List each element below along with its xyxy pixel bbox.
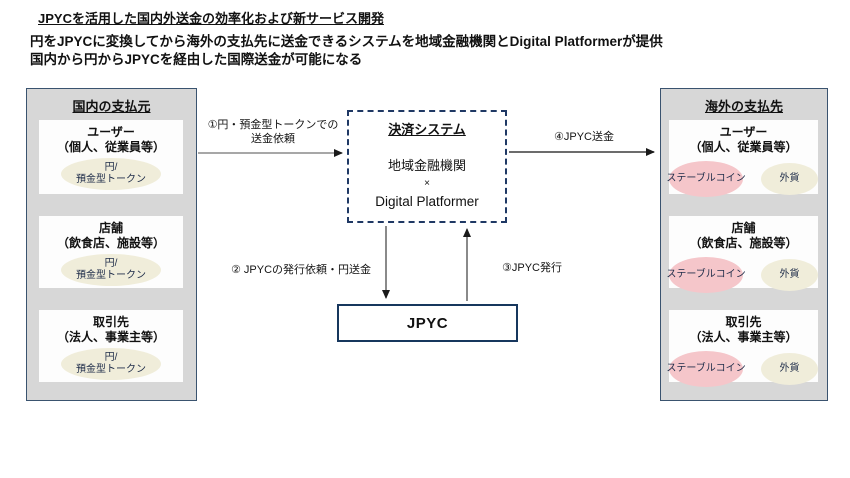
- overseas-payees-panel: 海外の支払先 ユーザー （個人、従業員等） ステーブルコイン 外貨: [660, 88, 828, 401]
- cream-ellipse-shape: [61, 348, 161, 380]
- badges-row: ステーブルコイン 外貨: [666, 348, 818, 387]
- stablecoin-badge: ステーブルコイン: [666, 161, 746, 197]
- foreign-currency-label: 外貨: [779, 173, 800, 184]
- card-title-line2: （個人、従業員等）: [689, 140, 798, 154]
- settlement-system-header: 決済システム: [388, 122, 466, 137]
- foreign-currency-badge: 外貨: [761, 353, 818, 385]
- badges-row: ステーブルコイン 外貨: [666, 254, 818, 293]
- flow-label-step4: ④JPYC送金: [554, 131, 614, 143]
- badge-line2: 預金型トークン: [76, 174, 146, 185]
- card-title: 取引先 （法人、事業主等）: [669, 315, 818, 345]
- deposit-token-badge: 円/ 預金型トークン: [61, 158, 161, 190]
- badge-text: 外貨: [761, 259, 818, 291]
- overseas-card-user: ユーザー （個人、従業員等） ステーブルコイン 外貨: [666, 120, 818, 197]
- domestic-panel-header: 国内の支払元: [72, 99, 151, 114]
- card-title-line1: 店舗: [731, 221, 756, 235]
- page-subtitle: 円をJPYCに変換してから海外の支払先に送金できるシステムを地域金融機関とDig…: [30, 33, 663, 69]
- domestic-payers-panel: 国内の支払元 ユーザー （個人、従業員等） 円/ 預金型トークン 店舗 （飲食店…: [26, 88, 197, 401]
- badge-text: 外貨: [761, 353, 818, 385]
- pink-ellipse-shape: [669, 161, 743, 197]
- pink-ellipse-shape: [669, 351, 743, 387]
- flow-label-step1-line1: ①円・預金型トークンでの: [207, 119, 339, 131]
- flow-label-step3: ③JPYC発行: [502, 262, 562, 274]
- page-title: JPYCを活用した国内外送金の効率化および新サービス開発: [38, 11, 384, 26]
- badge-text: ステーブルコイン: [666, 257, 746, 293]
- card-title-line1: ユーザー: [719, 125, 768, 139]
- deposit-token-badge: 円/ 預金型トークン: [61, 348, 161, 380]
- jpyc-box: JPYC: [337, 304, 518, 342]
- card-title-line2: （個人、従業員等）: [56, 140, 165, 154]
- badge-text: ステーブルコイン: [666, 351, 746, 387]
- foreign-currency-badge: 外貨: [761, 163, 818, 195]
- badge-text: 円/ 預金型トークン: [61, 348, 161, 380]
- badge-line1: 円/: [104, 258, 118, 269]
- card-title: ユーザー （個人、従業員等）: [669, 125, 818, 155]
- jpyc-label: JPYC: [406, 314, 449, 332]
- badge-text: 外貨: [761, 163, 818, 195]
- card-title: 店舗 （飲食店、施設等）: [39, 221, 183, 251]
- cream-ellipse-shape: [761, 163, 818, 195]
- card-title: 取引先 （法人、事業主等）: [39, 315, 183, 345]
- card-title-line1: 取引先: [92, 315, 129, 329]
- settlement-system-body: 地域金融機関 × Digital Platformer: [349, 158, 505, 210]
- card-title-line1: 店舗: [98, 221, 123, 235]
- card-title-line2: （飲食店、施設等）: [689, 236, 798, 250]
- stablecoin-label: ステーブルコイン: [666, 269, 746, 280]
- domestic-card-user: ユーザー （個人、従業員等） 円/ 預金型トークン: [39, 120, 183, 194]
- multiply-symbol: ×: [424, 178, 430, 189]
- card-title-line2: （法人、事業主等）: [56, 330, 165, 344]
- domestic-card-store: 店舗 （飲食店、施設等） 円/ 預金型トークン: [39, 216, 183, 288]
- badge-line1: 円/: [104, 352, 118, 363]
- card-title-line1: 取引先: [725, 315, 762, 329]
- cream-ellipse-shape: [761, 353, 818, 385]
- subtitle-line-1: 円をJPYCに変換してから海外の支払先に送金できるシステムを地域金融機関とDig…: [30, 34, 663, 49]
- cream-ellipse-shape: [61, 254, 161, 286]
- cream-ellipse-shape: [761, 259, 818, 291]
- stablecoin-badge: ステーブルコイン: [666, 257, 746, 293]
- badge-text: ステーブルコイン: [666, 161, 746, 197]
- badge-text: 円/ 預金型トークン: [61, 158, 161, 190]
- flow-label-step2: ② JPYCの発行依頼・円送金: [231, 264, 372, 276]
- badge-text: 円/ 預金型トークン: [61, 254, 161, 286]
- card-title: 店舗 （飲食店、施設等）: [669, 221, 818, 251]
- badge-line2: 預金型トークン: [76, 270, 146, 281]
- stablecoin-label: ステーブルコイン: [666, 173, 746, 184]
- overseas-card-business-partner: 取引先 （法人、事業主等） ステーブルコイン 外貨: [666, 310, 818, 387]
- card-title-line2: （飲食店、施設等）: [56, 236, 165, 250]
- flow-label-step1-line2: 送金依頼: [251, 133, 295, 145]
- overseas-panel-header: 海外の支払先: [704, 99, 783, 114]
- stablecoin-label: ステーブルコイン: [666, 363, 746, 374]
- foreign-currency-label: 外貨: [779, 363, 800, 374]
- badges-row: ステーブルコイン 外貨: [666, 158, 818, 197]
- subtitle-line-2: 国内から円からJPYCを経由した国際送金が可能になる: [30, 52, 363, 67]
- badge-line1: 円/: [104, 162, 118, 173]
- domestic-card-business-partner: 取引先 （法人、事業主等） 円/ 預金型トークン: [39, 310, 183, 382]
- card-title-line2: （法人、事業主等）: [689, 330, 798, 344]
- cream-ellipse-shape: [61, 158, 161, 190]
- foreign-currency-label: 外貨: [779, 269, 800, 280]
- digital-platformer-label: Digital Platformer: [375, 194, 479, 209]
- overseas-card-store: 店舗 （飲食店、施設等） ステーブルコイン 外貨: [666, 216, 818, 293]
- foreign-currency-badge: 外貨: [761, 259, 818, 291]
- card-title-line1: ユーザー: [87, 125, 135, 139]
- pink-ellipse-shape: [669, 257, 743, 293]
- settlement-system-box: 決済システム 地域金融機関 × Digital Platformer: [347, 110, 507, 223]
- stablecoin-badge: ステーブルコイン: [666, 351, 746, 387]
- deposit-token-badge: 円/ 預金型トークン: [61, 254, 161, 286]
- regional-financial-institution-label: 地域金融機関: [387, 158, 466, 173]
- card-title: ユーザー （個人、従業員等）: [39, 125, 183, 155]
- badge-line2: 預金型トークン: [76, 364, 146, 375]
- flow-label-step1: ①円・預金型トークンでの 送金依頼: [198, 118, 348, 146]
